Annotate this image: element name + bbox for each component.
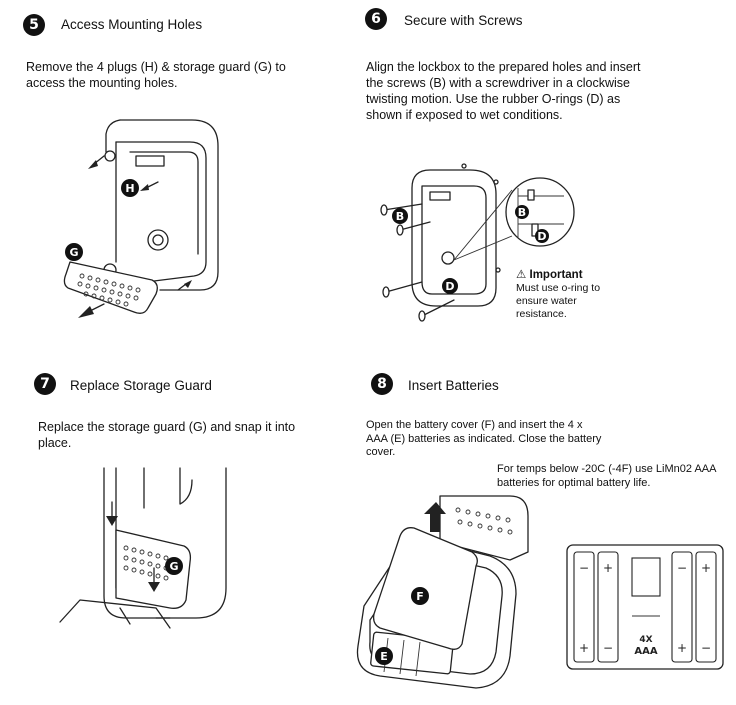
important-label: Important bbox=[529, 269, 583, 281]
svg-text:+: + bbox=[603, 561, 613, 575]
battery-orientation-diagram: −+ +− −+ +− 4X AAA bbox=[566, 544, 724, 670]
callout-d-zoom-label: D bbox=[537, 230, 546, 243]
callout-g-label: G bbox=[169, 560, 178, 573]
svg-text:−: − bbox=[677, 561, 687, 575]
callout-b bbox=[392, 208, 408, 224]
callout-h-label: H bbox=[125, 182, 134, 195]
warning-icon: ⚠ bbox=[516, 269, 527, 281]
callout-g bbox=[165, 557, 183, 575]
callout-d bbox=[442, 278, 458, 294]
battery-temperature-note: For temps below -20C (-4F) use LiMn02 AA… bbox=[497, 463, 716, 489]
lockbox-screws-illustration: B D B D bbox=[380, 163, 575, 322]
step-number-badge: 6 bbox=[365, 8, 387, 30]
step-title: Replace Storage Guard bbox=[70, 378, 212, 393]
svg-text:+: + bbox=[701, 561, 711, 575]
callout-f-label: F bbox=[416, 590, 424, 603]
callout-f bbox=[411, 587, 429, 605]
step-title: Insert Batteries bbox=[408, 378, 499, 393]
lockbox-battery-cover-illustration: F E bbox=[356, 495, 529, 689]
callout-h bbox=[121, 179, 139, 197]
step-instructions: Replace the storage guard (G) and snap i… bbox=[38, 420, 296, 450]
callout-b-zoom bbox=[515, 205, 529, 219]
step-title: Access Mounting Holes bbox=[61, 17, 203, 32]
callout-b-label: B bbox=[396, 210, 404, 223]
callout-e bbox=[375, 647, 393, 665]
step-number-badge: 7 bbox=[34, 373, 56, 395]
svg-text:−: − bbox=[579, 561, 589, 575]
important-text: Must use o-ring to ensure water resistan… bbox=[516, 282, 601, 320]
lockbox-replace-guard-illustration: G bbox=[59, 467, 227, 629]
step-number-badge: 5 bbox=[23, 14, 45, 36]
callout-d-zoom bbox=[535, 229, 549, 243]
step-title: Secure with Screws bbox=[404, 13, 523, 28]
callout-b-zoom-label: B bbox=[518, 206, 526, 219]
battery-quantity-label: 4X bbox=[639, 635, 652, 645]
svg-text:+: + bbox=[579, 641, 589, 655]
battery-type-label: AAA bbox=[634, 646, 657, 657]
step-instructions: Open the battery cover (F) and insert th… bbox=[366, 419, 602, 458]
step-instructions: Align the lockbox to the prepared holes … bbox=[366, 60, 641, 122]
svg-text:−: − bbox=[603, 641, 613, 655]
callout-g-label: G bbox=[69, 246, 78, 259]
svg-text:−: − bbox=[701, 641, 711, 655]
callout-g bbox=[65, 243, 83, 261]
step-instructions: Remove the 4 plugs (H) & storage guard (… bbox=[26, 60, 286, 90]
important-note: ⚠ Important Must use o-ring to ensure wa… bbox=[516, 268, 626, 321]
step-number-badge: 8 bbox=[371, 373, 393, 395]
lockbox-remove-plugs-illustration: H G bbox=[63, 119, 219, 318]
callout-e-label: E bbox=[380, 650, 388, 663]
callout-d-label: D bbox=[445, 280, 454, 293]
svg-text:+: + bbox=[677, 641, 687, 655]
